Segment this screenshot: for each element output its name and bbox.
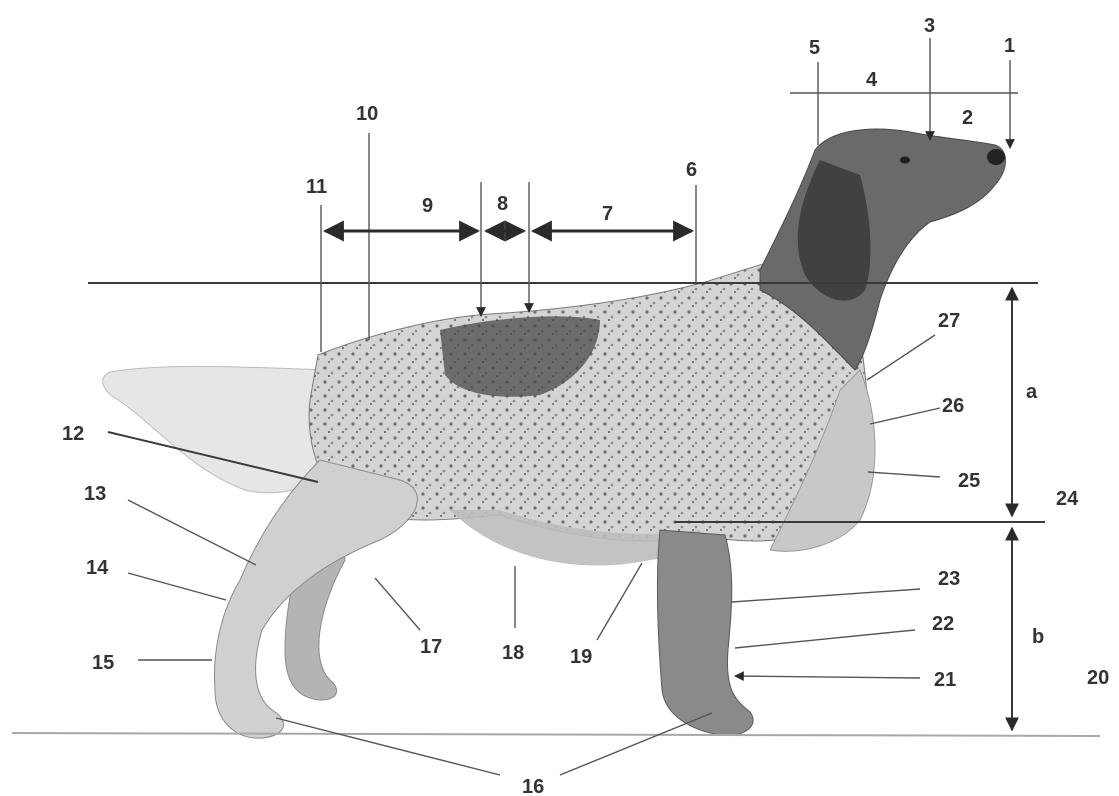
label-15: 15 (92, 652, 114, 674)
label-6: 6 (686, 159, 697, 181)
label-19: 19 (570, 646, 592, 668)
label-5: 5 (809, 37, 820, 59)
leader-16-right (560, 713, 712, 775)
tail (103, 366, 330, 492)
label-24: 24 (1056, 488, 1079, 510)
label-3: 3 (924, 15, 935, 37)
label-23: 23 (938, 568, 960, 590)
label-12: 12 (62, 423, 84, 445)
leader-22 (735, 630, 915, 648)
label-20: 20 (1087, 667, 1109, 689)
leader-14 (128, 573, 226, 600)
label-27: 27 (938, 310, 960, 332)
label-8: 8 (497, 193, 508, 215)
label-10: 10 (356, 103, 378, 125)
label-21: 21 (934, 669, 956, 691)
leader-27 (867, 335, 935, 380)
front-leg (657, 530, 753, 735)
label-2: 2 (962, 107, 973, 129)
leader-21 (735, 676, 920, 678)
label-13: 13 (84, 483, 106, 505)
label-1: 1 (1004, 35, 1015, 57)
label-4: 4 (866, 69, 878, 91)
label-a: a (1026, 381, 1038, 403)
leader-16-left (276, 718, 500, 775)
leader-19 (597, 563, 642, 640)
leader-23 (732, 589, 920, 602)
leader-25 (868, 472, 940, 477)
nose (987, 149, 1005, 165)
label-26: 26 (942, 395, 964, 417)
eye (900, 157, 910, 164)
english-setter-illustration (103, 129, 1006, 738)
label-22: 22 (932, 613, 954, 635)
label-25: 25 (958, 470, 980, 492)
leader-13 (128, 500, 256, 565)
leader-17 (375, 578, 420, 630)
label-17: 17 (420, 636, 442, 658)
leader-26 (870, 408, 940, 424)
label-9: 9 (422, 195, 433, 217)
label-18: 18 (502, 642, 524, 664)
ground-line (12, 733, 1100, 736)
label-14: 14 (86, 557, 109, 579)
label-16: 16 (522, 776, 544, 796)
label-11: 11 (306, 176, 327, 198)
label-b: b (1032, 626, 1044, 648)
label-7: 7 (602, 203, 613, 225)
